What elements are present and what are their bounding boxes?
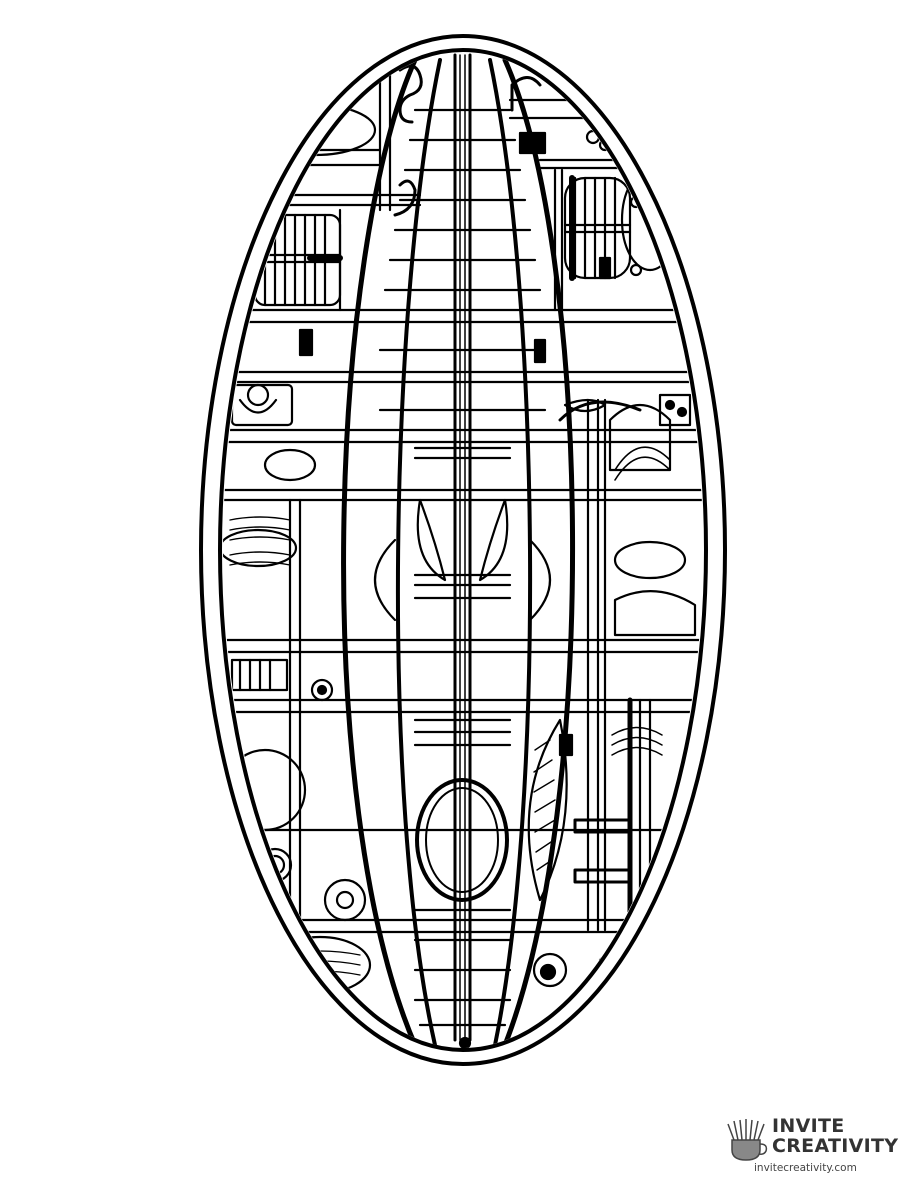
barrel-left: [253, 213, 343, 307]
watermark-url: invitecreativity.com: [754, 1162, 857, 1174]
vertical-lines: [248, 58, 652, 933]
central-ring: [415, 778, 509, 902]
outer-ring: [199, 34, 727, 1066]
pencil-cup-icon: [727, 1119, 768, 1161]
watermark-title-line1: INVITE: [772, 1115, 845, 1137]
fin-dot: [458, 1036, 472, 1048]
watermark-logo: INVITE CREATIVITY invitecreativity.com: [724, 1116, 904, 1180]
central-crossbars: [378, 108, 547, 1027]
watermark-title-line2: CREATIVITY: [772, 1135, 899, 1157]
inner-ring: [218, 48, 708, 1052]
right-lens: [502, 57, 575, 1048]
watermark-title: INVITE CREATIVITY: [772, 1116, 898, 1156]
mid-right-blocks: [532, 393, 697, 988]
central-stripes: [453, 53, 472, 1042]
left-lens: [341, 57, 418, 1048]
